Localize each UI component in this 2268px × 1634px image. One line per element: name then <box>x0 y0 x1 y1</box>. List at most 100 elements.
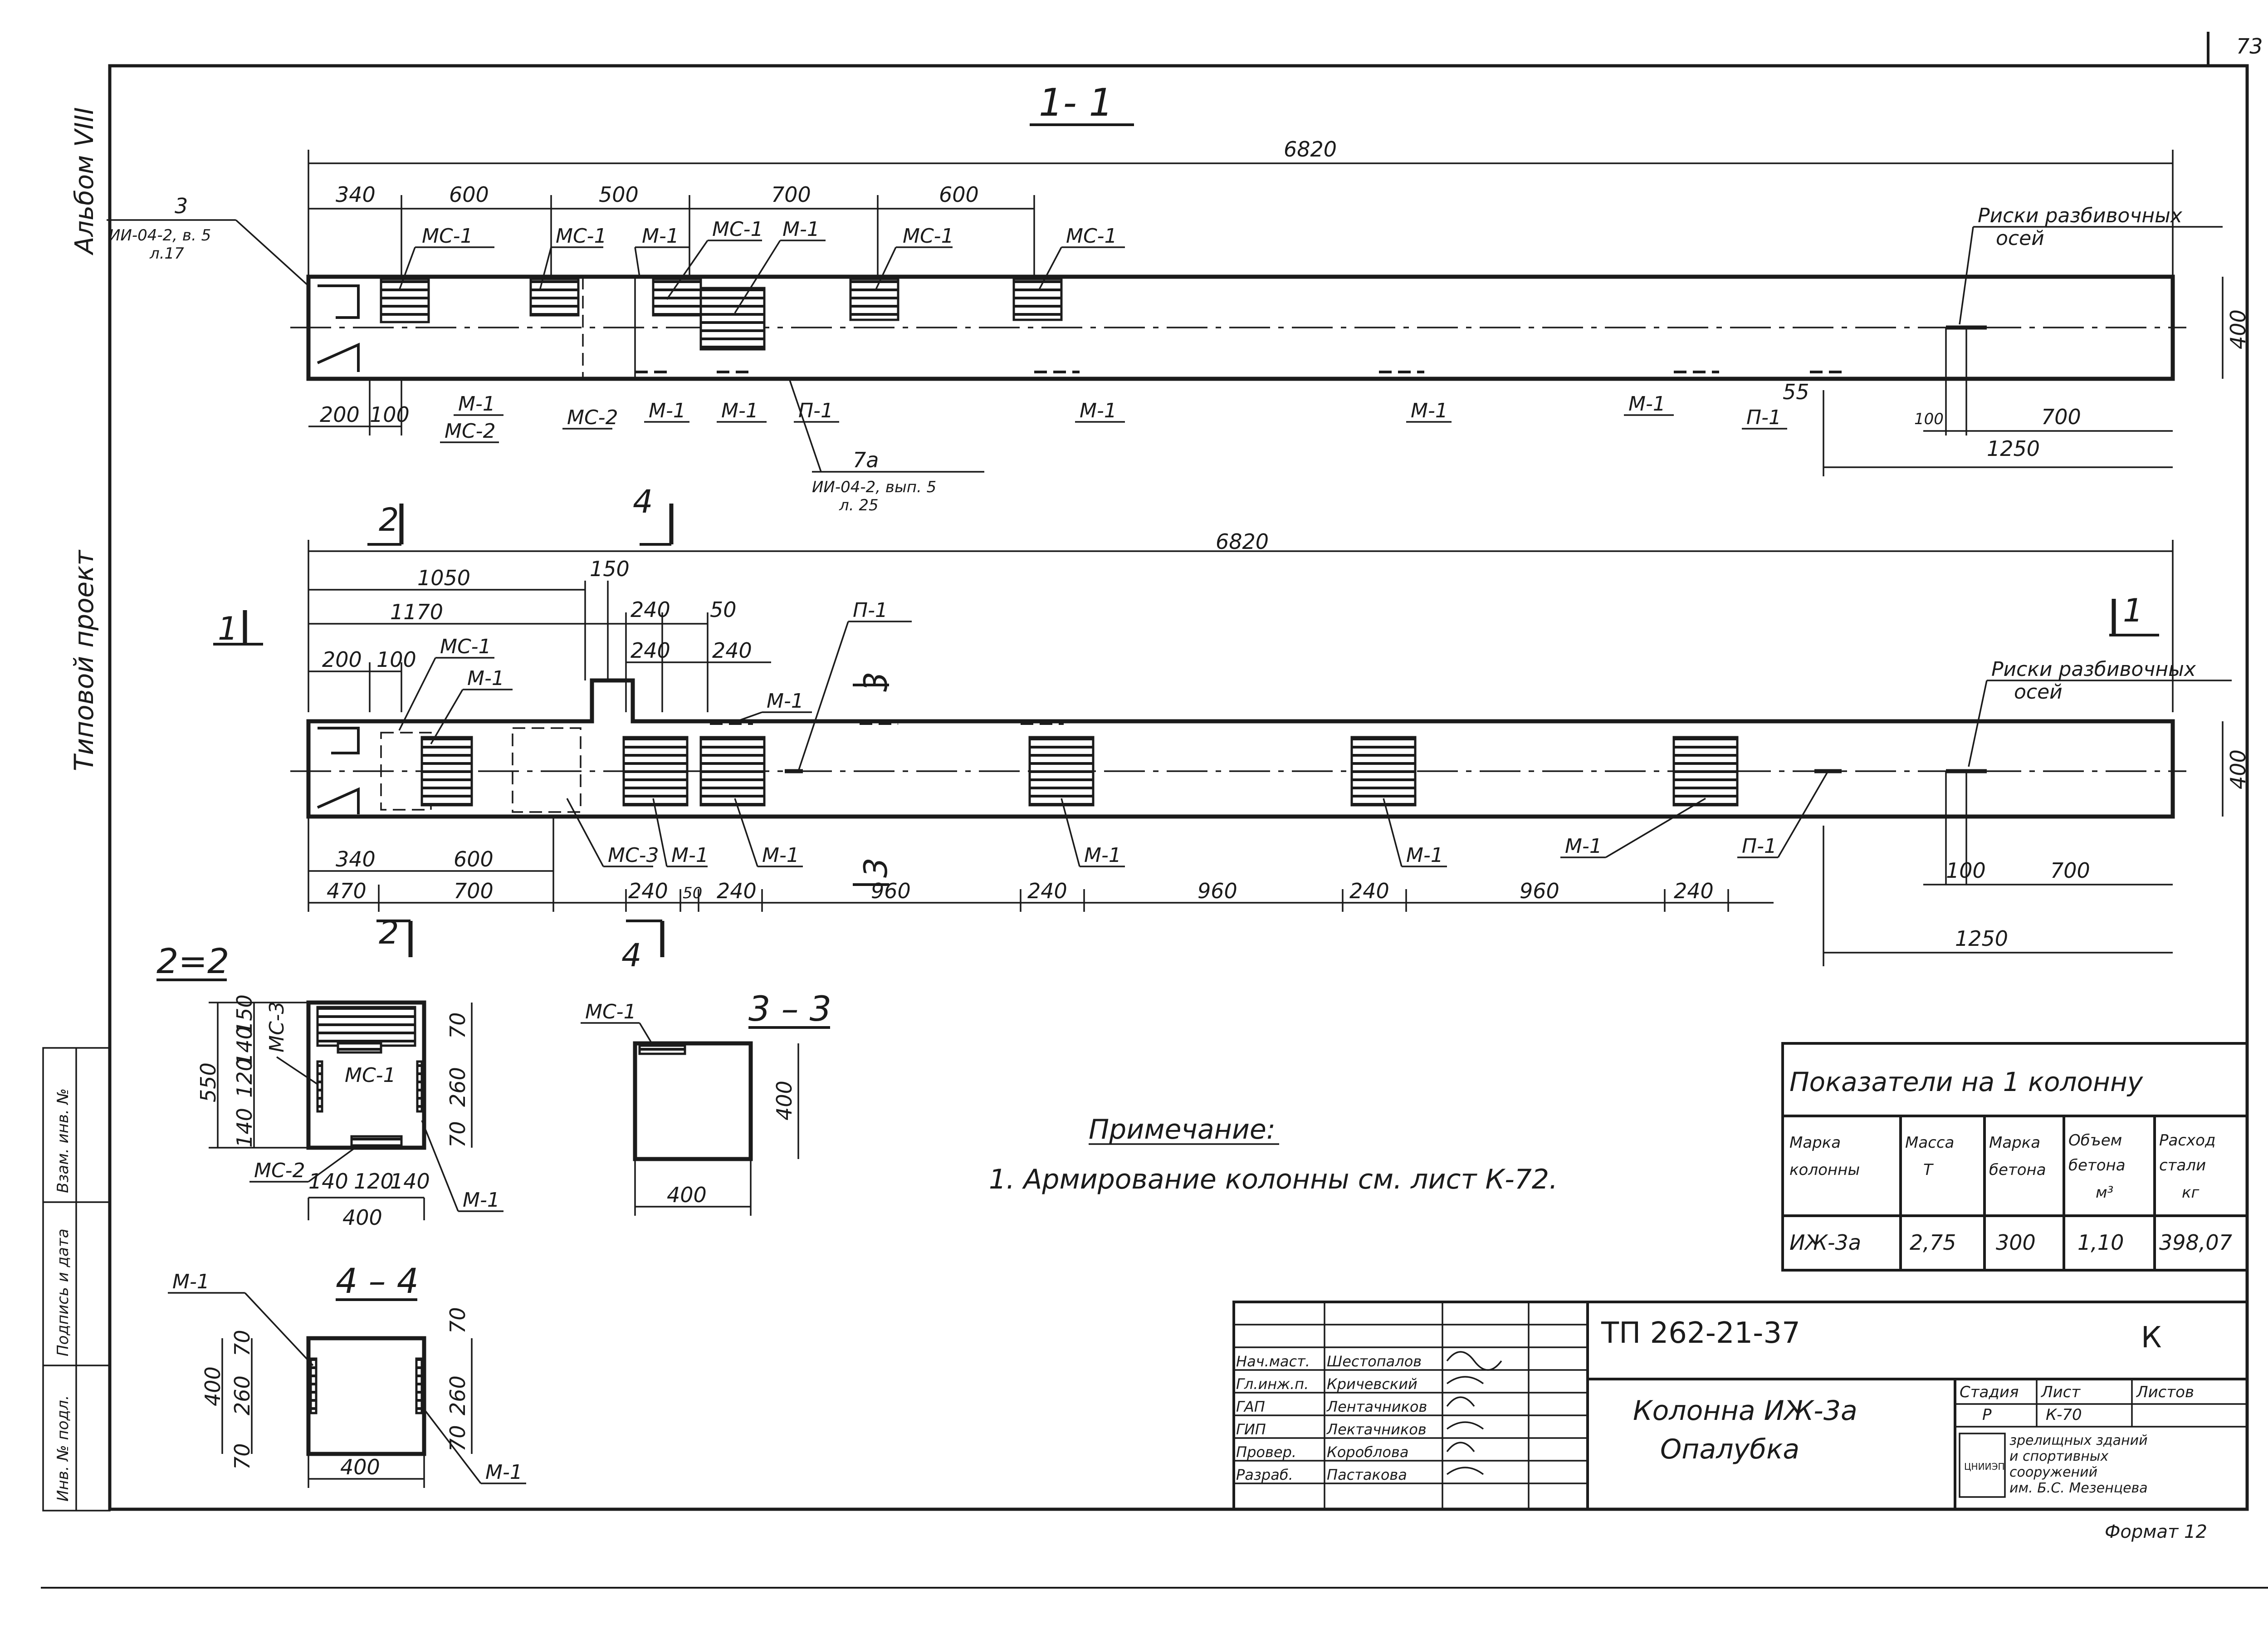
drawing-name-1: Колонна ИЖ-3а <box>1633 1395 1857 1427</box>
svg-text:240: 240 <box>712 638 752 663</box>
svg-text:МС-1: МС-1 <box>556 225 607 248</box>
svg-text:260: 260 <box>230 1375 254 1415</box>
svg-text:Показатели на 1 колонну: Показатели на 1 колонну <box>1789 1067 2143 1097</box>
svg-text:600: 600 <box>454 847 494 871</box>
svg-text:7а: 7а <box>853 448 879 472</box>
svg-text:140: 140 <box>232 1026 257 1066</box>
svg-text:120: 120 <box>232 1058 257 1098</box>
svg-text:МС-1: МС-1 <box>422 225 473 248</box>
svg-text:Формат 12: Формат 12 <box>2105 1521 2207 1542</box>
svg-text:70: 70 <box>445 1307 470 1334</box>
svg-text:240: 240 <box>628 879 668 903</box>
svg-text:колонны: колонны <box>1789 1161 1860 1179</box>
svg-text:240: 240 <box>631 597 670 622</box>
svg-text:2: 2 <box>379 501 399 538</box>
svg-text:М-1: М-1 <box>1406 844 1443 867</box>
svg-text:МС-2: МС-2 <box>254 1159 305 1182</box>
org-logo <box>1959 1433 2006 1498</box>
svg-text:М-1: М-1 <box>485 1461 523 1484</box>
svg-text:П-1: П-1 <box>1746 406 1781 429</box>
svg-text:Расход: Расход <box>2159 1131 2215 1150</box>
indicators-table: Показатели на 1 колонну Марка колонны Ма… <box>1781 1042 2248 1272</box>
svg-text:55: 55 <box>1783 380 1809 404</box>
drawing-name-2: Опалубка <box>1660 1433 1799 1465</box>
svg-text:осей: осей <box>1996 227 2044 250</box>
section-1-1: 1- 1 6820 340 600 500 700 600 <box>107 80 2250 514</box>
svg-text:Подпись и дата: Подпись и дата <box>54 1228 72 1356</box>
svg-text:400: 400 <box>200 1366 225 1406</box>
svg-text:зрелищных зданий: зрелищных зданий <box>2009 1433 2148 1448</box>
svg-text:МС-1: МС-1 <box>440 635 491 658</box>
note-title: Примечание: <box>1089 1114 1276 1145</box>
svg-text:бетона: бетона <box>1989 1161 2046 1179</box>
svg-text:960: 960 <box>1198 879 1237 903</box>
svg-text:П-1: П-1 <box>798 399 833 422</box>
svg-text:Разраб.: Разраб. <box>1236 1466 1293 1483</box>
svg-text:50: 50 <box>683 884 702 902</box>
svg-text:ЦНИИЭП: ЦНИИЭП <box>1964 1461 2005 1472</box>
svg-text:340: 340 <box>336 847 376 871</box>
svg-text:МС-1: МС-1 <box>1066 225 1117 248</box>
svg-text:Листов: Листов <box>2136 1383 2194 1401</box>
svg-text:3 – 3: 3 – 3 <box>748 988 831 1029</box>
svg-text:240: 240 <box>1349 879 1389 903</box>
svg-text:150: 150 <box>232 994 257 1034</box>
svg-text:200: 200 <box>322 647 362 672</box>
svg-text:ГАП: ГАП <box>1236 1398 1265 1415</box>
svg-text:550: 550 <box>196 1062 220 1102</box>
svg-text:100: 100 <box>370 402 410 427</box>
svg-text:2,75: 2,75 <box>1910 1230 1956 1255</box>
svg-text:400: 400 <box>2226 749 2250 789</box>
note-text: 1. Армирование колонны см. лист К-72. <box>989 1164 1558 1195</box>
svg-text:470: 470 <box>327 879 367 903</box>
svg-text:1250: 1250 <box>1987 436 2040 461</box>
svg-text:ИИ-04-2, в. 5: ИИ-04-2, в. 5 <box>109 226 211 245</box>
svg-text:400: 400 <box>342 1205 382 1230</box>
svg-text:70: 70 <box>445 1425 470 1452</box>
svg-text:400: 400 <box>667 1183 707 1207</box>
svg-text:МС-3: МС-3 <box>265 1001 288 1052</box>
title-block: Нач.маст. Гл.инж.п. ГАП ГИП Провер. Разр… <box>1232 1301 2248 1542</box>
svg-text:300: 300 <box>1996 1230 2036 1255</box>
svg-text:Взам. инв. №: Взам. инв. № <box>54 1088 72 1193</box>
svg-text:л. 25: л. 25 <box>839 496 879 514</box>
svg-text:260: 260 <box>445 1067 470 1107</box>
svg-text:Кричевский: Кричевский <box>1327 1375 1418 1393</box>
svg-text:М-1: М-1 <box>721 399 758 422</box>
svg-text:240: 240 <box>1027 879 1067 903</box>
svg-text:Лентачников: Лентачников <box>1326 1398 1427 1415</box>
svg-text:МС-2: МС-2 <box>567 406 618 429</box>
svg-text:МС-1: МС-1 <box>712 218 763 241</box>
svg-text:М-1: М-1 <box>458 392 495 416</box>
svg-text:6820: 6820 <box>1284 137 1337 161</box>
svg-text:100: 100 <box>376 647 416 672</box>
svg-text:и спортивных: и спортивных <box>2009 1448 2108 1464</box>
svg-text:Шестопалов: Шестопалов <box>1327 1353 1422 1370</box>
album-label: Альбом VIII <box>70 107 99 255</box>
svg-text:М-1: М-1 <box>767 690 804 713</box>
svg-text:М-1: М-1 <box>1080 399 1117 422</box>
svg-text:Короблова: Короблова <box>1327 1443 1408 1461</box>
svg-text:Р: Р <box>1982 1406 1992 1424</box>
svg-text:Нач.маст.: Нач.маст. <box>1236 1353 1310 1370</box>
svg-text:МС-3: МС-3 <box>608 844 659 867</box>
svg-text:500: 500 <box>599 182 639 207</box>
svg-text:140: 140 <box>390 1169 430 1194</box>
svg-text:4: 4 <box>621 937 642 974</box>
svg-text:3: 3 <box>857 671 894 692</box>
svg-text:бетона: бетона <box>2068 1156 2126 1174</box>
svg-text:1: 1 <box>2123 592 2143 629</box>
svg-text:240: 240 <box>717 879 757 903</box>
svg-text:398,07: 398,07 <box>2159 1230 2232 1255</box>
section-2-2: 2=2 550 140 120 140 150 260 70 70 140 12… <box>156 941 503 1230</box>
svg-text:1: 1 <box>218 610 238 647</box>
svg-text:120: 120 <box>354 1169 394 1194</box>
svg-text:М-1: М-1 <box>642 225 679 248</box>
svg-text:2=2: 2=2 <box>156 941 229 981</box>
svg-text:70: 70 <box>445 1121 470 1148</box>
svg-text:Объем: Объем <box>2068 1131 2122 1150</box>
svg-text:Лектачников: Лектачников <box>1326 1421 1427 1438</box>
svg-text:1050: 1050 <box>417 566 470 590</box>
svg-text:М-1: М-1 <box>1411 399 1448 422</box>
svg-text:М-1: М-1 <box>671 844 709 867</box>
